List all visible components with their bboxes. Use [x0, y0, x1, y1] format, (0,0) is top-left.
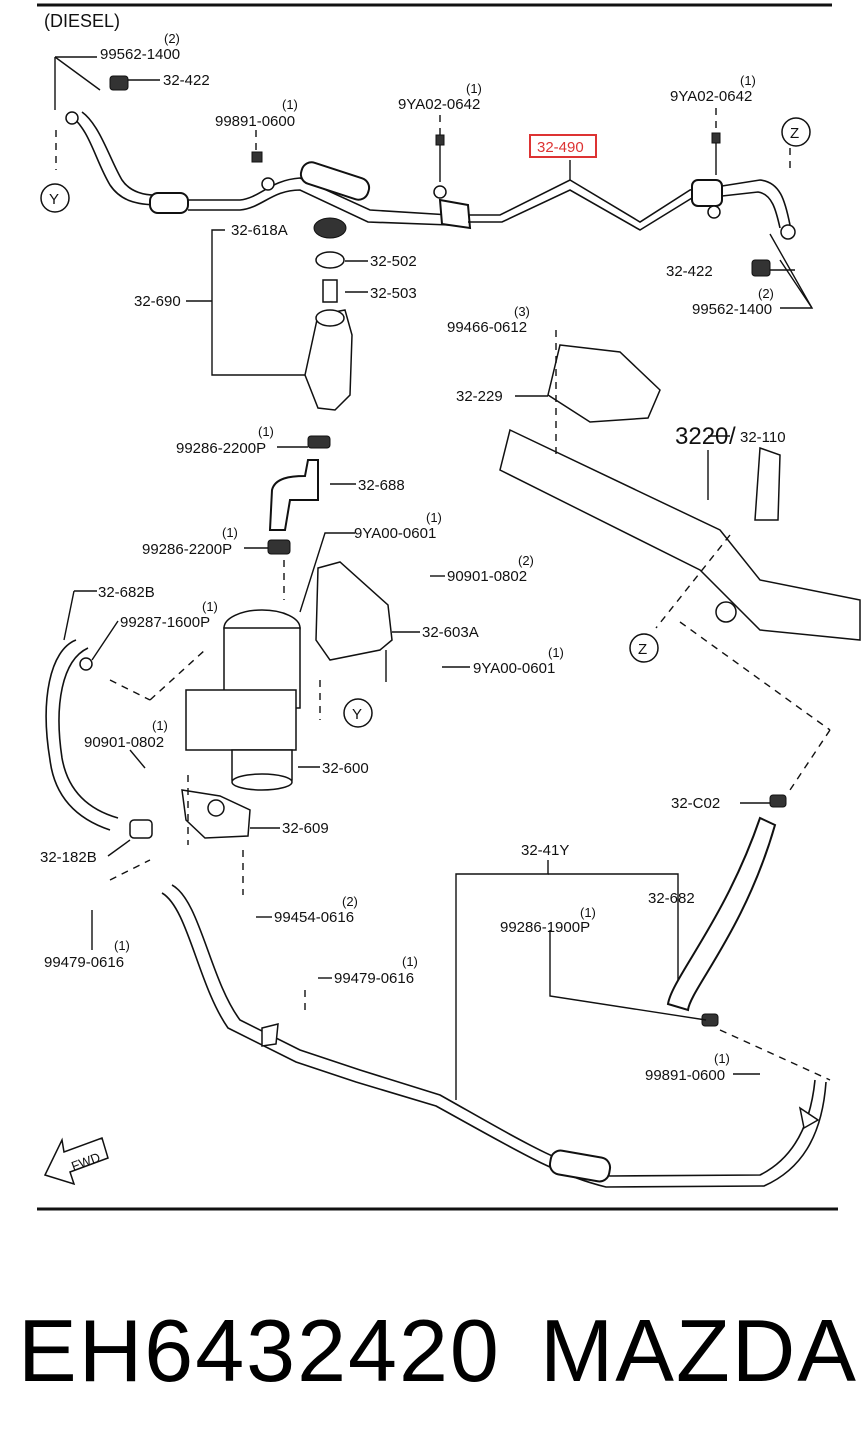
- svg-text:3220: 3220: [675, 423, 728, 450]
- svg-text:(2): (2): [342, 894, 358, 909]
- svg-text:99562-1400: 99562-1400: [692, 301, 772, 318]
- svg-text:32-490: 32-490: [537, 139, 584, 156]
- svg-text:32-503: 32-503: [370, 285, 417, 302]
- callout-z-top: Z: [781, 117, 811, 147]
- svg-text:32-422: 32-422: [163, 72, 210, 89]
- svg-text:32-C02: 32-C02: [671, 795, 720, 812]
- svg-text:(1): (1): [114, 938, 130, 953]
- pressure-hose-assembly: [65, 75, 796, 277]
- return-hose-32-682b: [45, 639, 153, 839]
- svg-text:99287-1600P: 99287-1600P: [120, 614, 210, 631]
- svg-text:9YA00-0601: 9YA00-0601: [473, 660, 555, 677]
- svg-text:32-618A: 32-618A: [231, 222, 288, 239]
- svg-text:99454-0616: 99454-0616: [274, 909, 354, 926]
- return-pipe-32-41y: [161, 884, 827, 1188]
- svg-text:(1): (1): [282, 97, 298, 112]
- svg-text:(1): (1): [580, 905, 596, 920]
- svg-text:99286-2200P: 99286-2200P: [176, 440, 266, 457]
- svg-text:99891-0600: 99891-0600: [215, 113, 295, 130]
- svg-text:32-502: 32-502: [370, 253, 417, 270]
- svg-text:(1): (1): [222, 525, 238, 540]
- svg-text:9YA02-0642: 9YA02-0642: [398, 96, 480, 113]
- svg-text:32-682B: 32-682B: [98, 584, 155, 601]
- svg-text:/: /: [729, 423, 736, 450]
- steering-gear-assembly: [499, 344, 861, 641]
- callout-y-top: Y: [40, 183, 70, 213]
- reservoir-assembly: [304, 217, 353, 411]
- svg-text:90901-0802: 90901-0802: [447, 568, 527, 585]
- svg-text:99286-2200P: 99286-2200P: [142, 541, 232, 558]
- svg-text:(1): (1): [426, 510, 442, 525]
- svg-text:32-422: 32-422: [666, 263, 713, 280]
- svg-text:32-609: 32-609: [282, 820, 329, 837]
- fwd-arrow-icon: FWD: [43, 1137, 109, 1186]
- callout-z-mid: Z: [629, 633, 659, 663]
- svg-text:(1): (1): [466, 81, 482, 96]
- svg-text:32-603A: 32-603A: [422, 624, 479, 641]
- svg-text:99562-1400: 99562-1400: [100, 46, 180, 63]
- svg-text:(1): (1): [258, 424, 274, 439]
- pump-assembly: [185, 539, 393, 791]
- svg-text:99466-0612: 99466-0612: [447, 319, 527, 336]
- svg-text:(2): (2): [518, 553, 534, 568]
- svg-text:99286-1900P: 99286-1900P: [500, 919, 590, 936]
- parts-diagram: (DIESEL): [37, 3, 861, 1211]
- svg-text:32-229: 32-229: [456, 388, 503, 405]
- svg-text:Y: Y: [352, 706, 362, 723]
- hose-32-682: [666, 794, 787, 1027]
- svg-text:99479-0616: 99479-0616: [334, 970, 414, 987]
- svg-text:(1): (1): [402, 954, 418, 969]
- svg-text:(1): (1): [152, 718, 168, 733]
- bracket-32-609: [181, 789, 251, 839]
- callout-y-mid: Y: [343, 698, 373, 728]
- svg-text:32-682: 32-682: [648, 890, 695, 907]
- svg-text:(2): (2): [758, 286, 774, 301]
- svg-text:9YA02-0642: 9YA02-0642: [670, 88, 752, 105]
- svg-text:90901-0802: 90901-0802: [84, 734, 164, 751]
- svg-text:9YA00-0601: 9YA00-0601: [354, 525, 436, 542]
- svg-text:32-688: 32-688: [358, 477, 405, 494]
- svg-text:(3): (3): [514, 304, 530, 319]
- brand-name: MAZDA: [540, 1301, 858, 1400]
- svg-text:(2): (2): [164, 31, 180, 46]
- svg-text:(1): (1): [548, 645, 564, 660]
- suction-hose: [268, 435, 331, 531]
- svg-text:(1): (1): [202, 599, 218, 614]
- highlight-32-490: 32-490: [529, 134, 597, 158]
- svg-text:99891-0600: 99891-0600: [645, 1067, 725, 1084]
- svg-text:32-110: 32-110: [740, 429, 786, 446]
- svg-text:(1): (1): [740, 73, 756, 88]
- svg-text:Z: Z: [790, 125, 799, 142]
- svg-text:32-690: 32-690: [134, 293, 181, 310]
- svg-text:32-41Y: 32-41Y: [521, 842, 569, 859]
- part-number: EH6432420: [18, 1301, 501, 1400]
- diesel-header: (DIESEL): [44, 11, 120, 31]
- leader-lines: [54, 56, 831, 1100]
- svg-text:32-600: 32-600: [322, 760, 369, 777]
- svg-text:Z: Z: [638, 641, 647, 658]
- svg-text:Y: Y: [49, 191, 59, 208]
- svg-text:32-182B: 32-182B: [40, 849, 97, 866]
- part-labels: (2) 99562-1400 32-422 (1) 99891-0600 (1)…: [40, 31, 786, 1084]
- svg-text:(1): (1): [714, 1051, 730, 1066]
- svg-text:99479-0616: 99479-0616: [44, 954, 124, 971]
